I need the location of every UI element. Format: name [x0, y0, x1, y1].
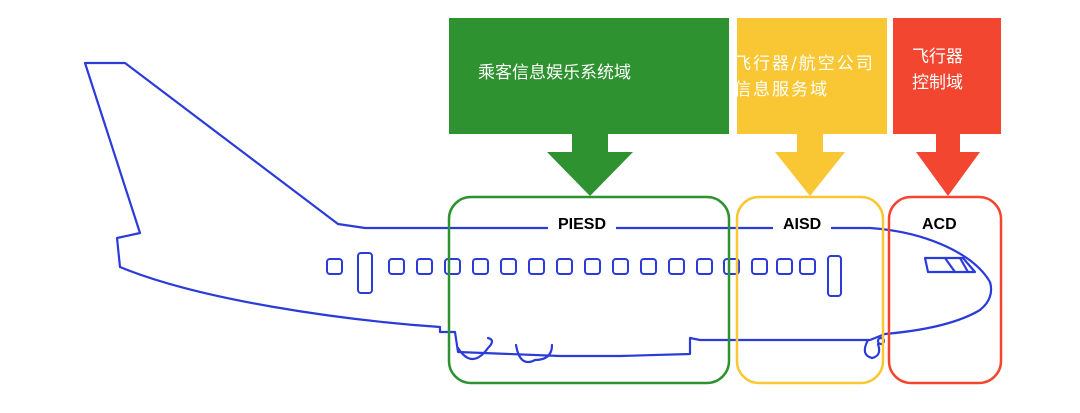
cockpit-divider-1	[943, 256, 957, 274]
nose-gear	[863, 338, 881, 360]
control-domain-label-line1: 飞行器	[912, 47, 963, 67]
airline-domain-box	[737, 18, 887, 134]
cockpit-divider-2	[958, 256, 970, 274]
aircraft-outline	[83, 61, 993, 364]
window	[612, 258, 629, 275]
window	[416, 258, 433, 275]
airline-domain-label-line1: 飞行器/航空公司	[734, 54, 875, 74]
airline-domain-label-line2: 信息服务域	[734, 80, 829, 100]
window	[723, 258, 740, 275]
window	[584, 258, 601, 275]
window	[751, 258, 768, 275]
window	[326, 258, 343, 275]
window	[472, 258, 489, 275]
passenger-domain-box	[449, 18, 729, 134]
window	[776, 258, 793, 275]
piesd-label: PIESD	[548, 216, 617, 234]
control-arrow	[916, 134, 980, 196]
window	[388, 258, 405, 275]
acd-label: ACD	[922, 216, 957, 233]
cockpit-window	[923, 256, 977, 274]
piesd-zone	[447, 195, 731, 385]
airline-arrow	[775, 134, 845, 196]
airline-domain-label: 飞行器/航空公司 信息服务域	[734, 51, 875, 103]
door	[357, 252, 373, 294]
window	[640, 258, 657, 275]
window	[444, 258, 461, 275]
aisd-label: AISD	[773, 216, 832, 234]
fuselage-outline	[83, 61, 993, 358]
aisd-zone	[735, 195, 885, 385]
window	[799, 258, 816, 275]
landing-gear-2	[514, 343, 554, 364]
acd-zone	[887, 195, 1003, 385]
window	[500, 258, 517, 275]
control-domain-label-line2: 控制域	[912, 73, 963, 93]
passenger-domain-label: 乘客信息娱乐系统域	[478, 63, 631, 83]
window	[696, 258, 713, 275]
control-domain-box	[893, 18, 1001, 134]
window	[556, 258, 573, 275]
control-domain-label: 飞行器 控制域	[912, 44, 963, 96]
window	[668, 258, 685, 275]
passenger-arrow	[547, 134, 633, 196]
door	[827, 255, 842, 297]
window-row	[326, 252, 842, 297]
landing-gear-1	[456, 336, 494, 361]
window	[528, 258, 545, 275]
